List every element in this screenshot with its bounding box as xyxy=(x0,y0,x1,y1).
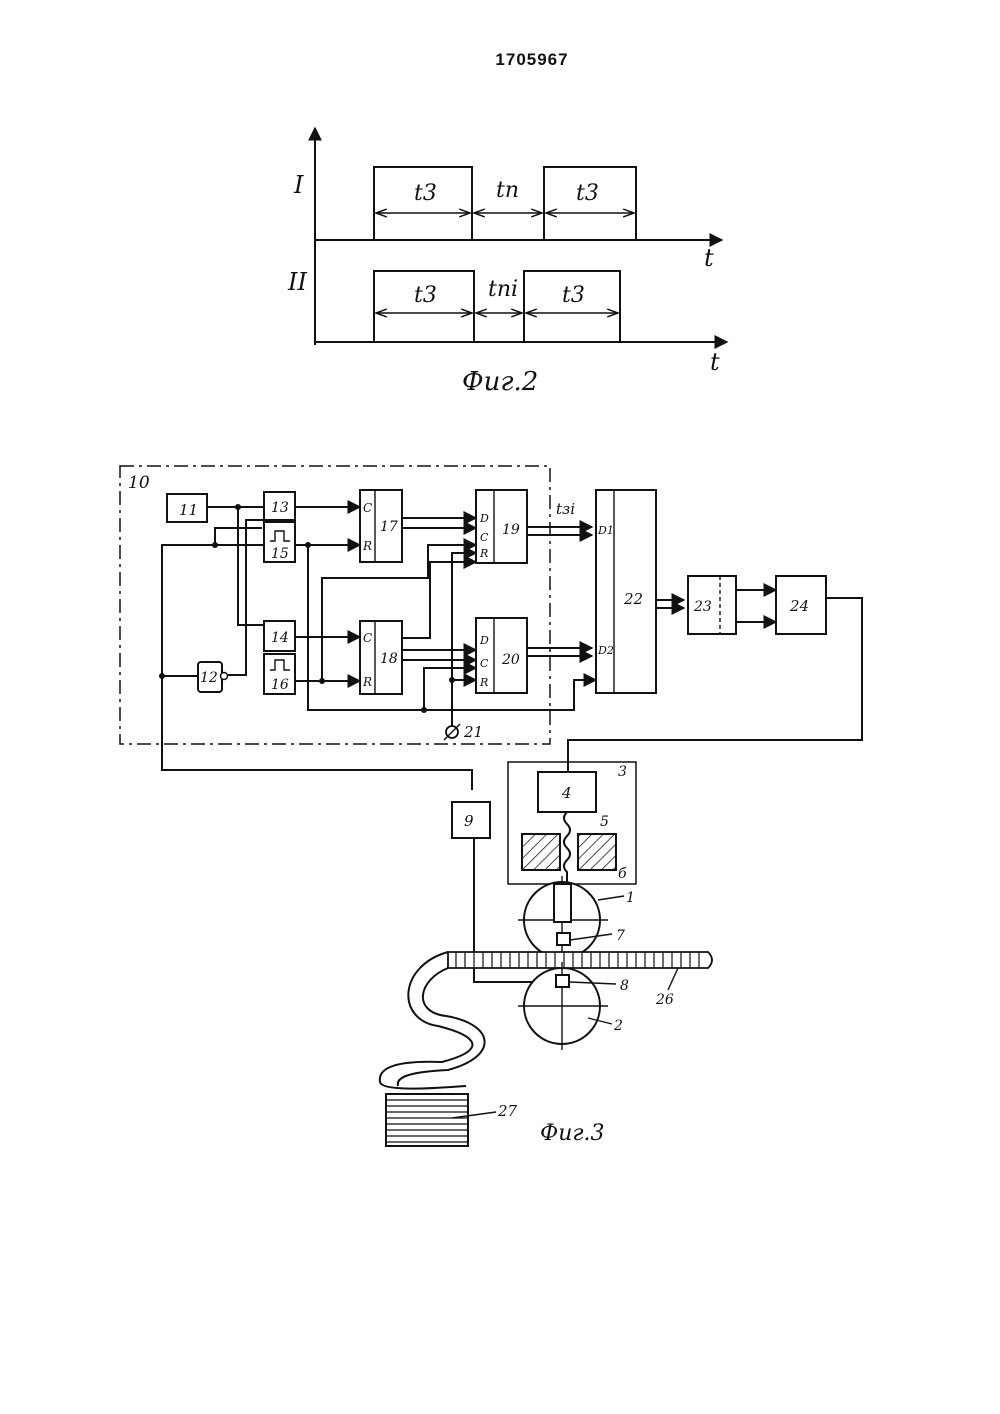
block-16-label: 16 xyxy=(271,677,289,693)
block-22-pin-d2: D2 xyxy=(597,644,614,657)
fig3-caption: Фиг.3 xyxy=(540,1121,605,1146)
block-17-pin-c: C xyxy=(363,501,372,515)
inverter-bubble xyxy=(221,673,228,680)
stack-27 xyxy=(386,1094,468,1146)
block-4-label: 4 xyxy=(561,784,572,802)
block-19-pin-r: R xyxy=(479,547,488,560)
block-18-pin-c: C xyxy=(363,631,372,645)
junction-dot xyxy=(421,707,427,713)
group-10-label: 10 xyxy=(128,473,150,493)
row1-t-axis-label: t xyxy=(704,244,714,272)
folded-strip xyxy=(380,952,473,1089)
block-11-label: 11 xyxy=(179,501,198,519)
block-18-pin-r: R xyxy=(362,675,372,689)
fig2-caption: Фиг.2 xyxy=(462,367,538,397)
block-20-pin-d: D xyxy=(479,634,489,647)
part-7-label: 7 xyxy=(616,928,625,944)
clamp-left xyxy=(522,834,560,870)
row2-t-axis-label: t xyxy=(710,348,720,376)
fig3-block-diagram: 10 xyxy=(120,466,862,1146)
block-15-label: 15 xyxy=(271,546,289,562)
block-18-label: 18 xyxy=(380,651,398,667)
row1-t3-label-1: t3 xyxy=(414,181,437,206)
row2-label: II xyxy=(287,268,307,296)
block-22-pin-d1: D1 xyxy=(597,524,614,537)
block-13-label: 13 xyxy=(271,500,289,516)
block-17-pin-r: R xyxy=(362,539,372,553)
clamp-right xyxy=(578,834,616,870)
terminal-21-label: 21 xyxy=(463,723,483,741)
part-6-label: б xyxy=(618,866,627,882)
junction-dot xyxy=(159,673,165,679)
junction-dot xyxy=(235,504,241,510)
row2-t3-label-1: t3 xyxy=(414,283,437,308)
part-2-label: 2 xyxy=(613,1018,623,1034)
part-1-label: 1 xyxy=(626,890,635,906)
block-14-label: 14 xyxy=(271,630,289,646)
sensor-8 xyxy=(556,975,569,987)
block-17-label: 17 xyxy=(380,519,398,535)
block-20-label: 20 xyxy=(501,652,520,668)
block-24-label: 24 xyxy=(789,597,809,615)
unit-3-label: 3 xyxy=(618,764,627,780)
junction-dot xyxy=(319,678,325,684)
part-27-label: 27 xyxy=(497,1102,518,1120)
row1-t3-label-2: t3 xyxy=(576,181,599,206)
fig2-timing-diagram: I t3 tп t3 t II t3 tпi t3 t Фиг.2 xyxy=(287,128,727,397)
sensor-7 xyxy=(557,933,570,945)
signal-tzi-label: tзi xyxy=(556,500,575,518)
block-23-label: 23 xyxy=(693,599,712,615)
row1-label: I xyxy=(293,171,304,199)
row1-tp-label: tп xyxy=(496,178,519,203)
junction-dot xyxy=(449,677,455,683)
block-22-label: 22 xyxy=(623,590,643,608)
part-8-label: 8 xyxy=(620,978,629,994)
block-20-pin-r: R xyxy=(479,676,488,689)
row2-tpi-label: tпi xyxy=(488,277,518,302)
block-12-label: 12 xyxy=(200,670,218,686)
row2-t3-label-2: t3 xyxy=(562,283,585,308)
block-19-pin-c: C xyxy=(480,531,489,544)
part-26-label: 26 xyxy=(655,992,674,1008)
junction-dot xyxy=(305,542,311,548)
block-20-pin-c: C xyxy=(480,657,489,670)
roller-1-hub xyxy=(554,884,571,922)
part-5-label: 5 xyxy=(600,814,609,830)
block-19-label: 19 xyxy=(502,522,520,538)
block-19-pin-d: D xyxy=(479,512,489,525)
strip-26 xyxy=(448,952,712,968)
junction-dot xyxy=(212,542,218,548)
block-9-label: 9 xyxy=(464,812,474,830)
